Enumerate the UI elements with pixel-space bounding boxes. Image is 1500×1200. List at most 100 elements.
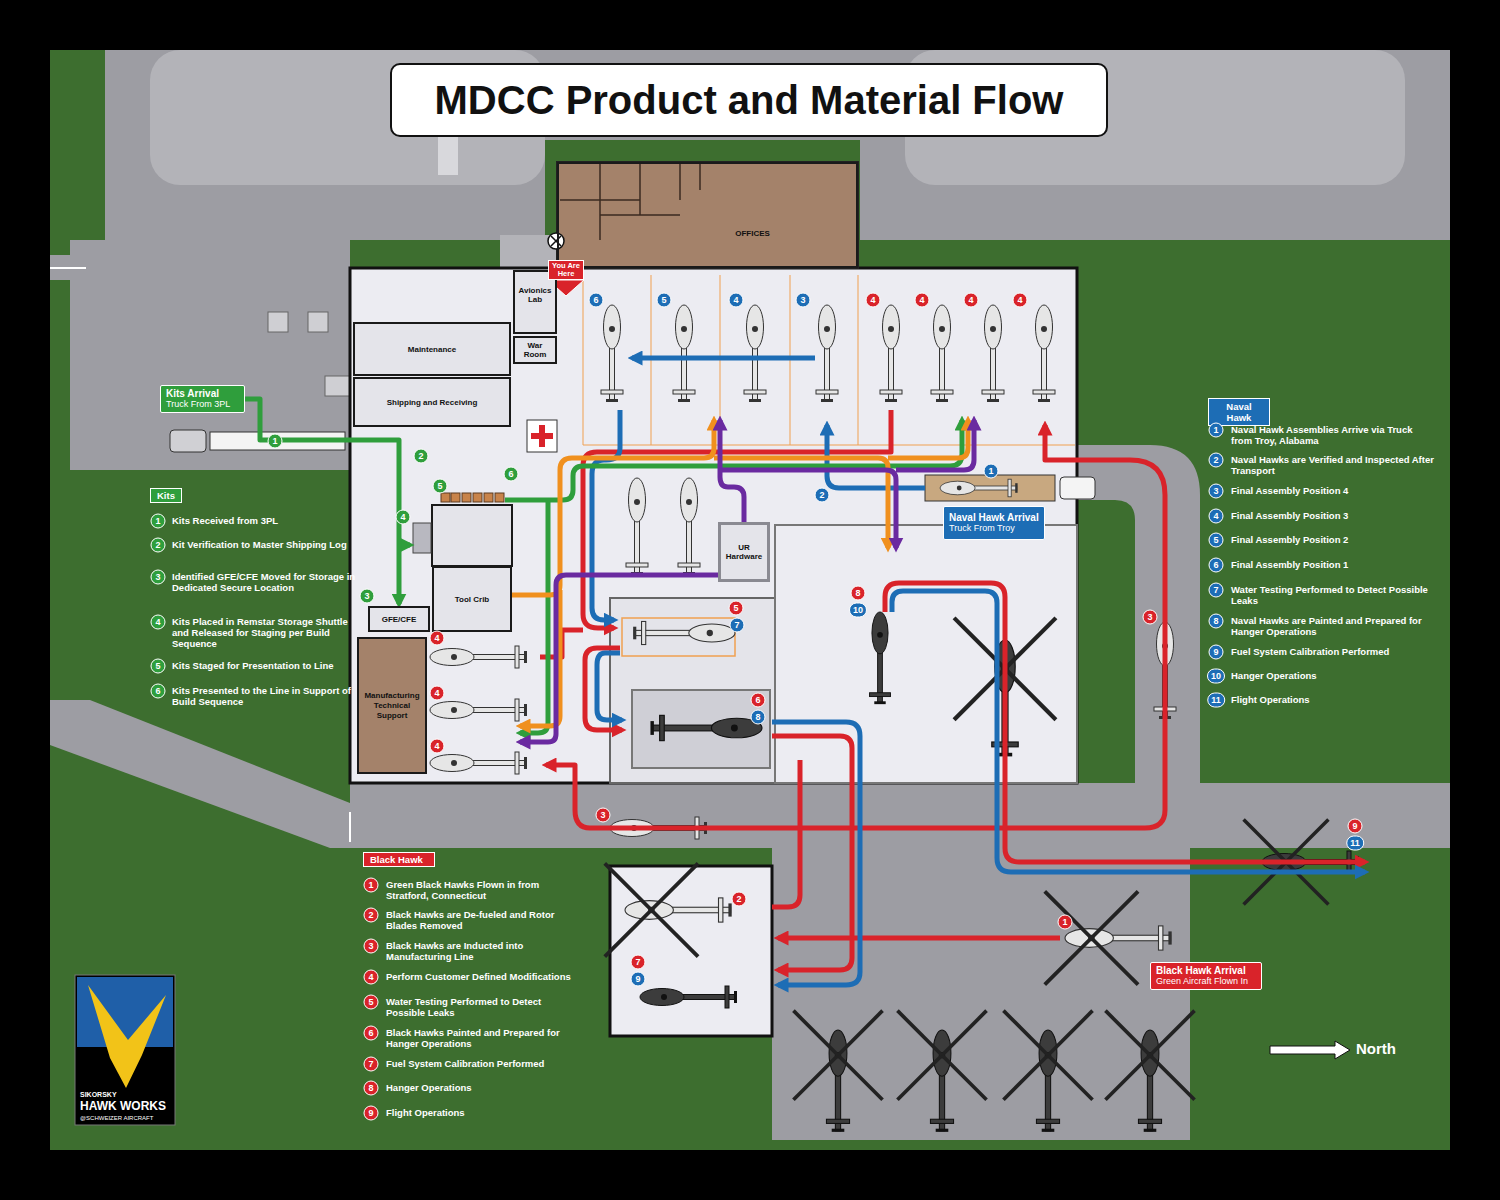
callout-number: 5	[657, 293, 672, 308]
helicopter	[982, 390, 1004, 394]
helicopter	[793, 1011, 838, 1056]
dumpster	[308, 312, 328, 332]
helicopter	[874, 701, 885, 704]
helicopter	[1048, 1011, 1093, 1056]
helicopter	[888, 326, 894, 332]
node-text: Tool Crib	[455, 595, 490, 604]
callout-number: 2	[732, 892, 747, 907]
room: Tool Crib	[432, 566, 512, 632]
callout-number: 4	[430, 631, 445, 646]
room: GFE/CFE	[368, 606, 430, 632]
building	[557, 162, 858, 268]
legend-item-text: Naval Hawk Assemblies Arrive via Truck f…	[1231, 424, 1436, 446]
legend-item-text: Hanger Operations	[386, 1082, 581, 1093]
building	[527, 420, 557, 452]
callout-number: 2	[815, 488, 830, 503]
road	[350, 783, 1450, 848]
legend-item-text: Fuel System Calibration Performed	[386, 1058, 581, 1069]
logo-text: SIKORSKY	[80, 1091, 117, 1099]
callout-number: 6	[364, 1026, 379, 1041]
north-arrow	[1270, 1041, 1350, 1059]
helicopter	[1048, 1055, 1093, 1100]
flow-line	[400, 358, 1365, 985]
legend-item-text: Identified GFE/CFE Moved for Storage in …	[172, 571, 357, 593]
callout-number: 8	[364, 1081, 379, 1096]
helicopter	[601, 390, 623, 394]
helicopter	[640, 989, 684, 1006]
node-text: War Room	[517, 341, 553, 359]
helicopter	[1286, 820, 1328, 862]
node-text: Black Hawk Arrival	[1156, 965, 1246, 976]
dumpster	[268, 312, 288, 332]
helicopter	[605, 863, 732, 956]
flow-line	[592, 410, 620, 620]
helicopter	[707, 630, 713, 636]
legend-item-text: Perform Customer Defined Modifications	[386, 971, 581, 982]
helicopter	[430, 752, 527, 774]
legend-item-text: Water Testing Performed to Detect Possib…	[1231, 584, 1436, 606]
helicopter	[1005, 618, 1056, 669]
dumpster	[268, 312, 350, 396]
helicopter	[826, 1119, 849, 1123]
legend-item-text: Final Assembly Position 3	[1231, 510, 1436, 521]
logo-text: @SCHWEIZER AIRCRAFT	[80, 1115, 153, 1122]
logo-text: HAWK WORKS	[80, 1100, 166, 1113]
callout-number: 3	[1143, 610, 1158, 625]
building	[632, 690, 770, 768]
helicopter	[1168, 931, 1171, 944]
kit-staging	[484, 493, 493, 502]
legend-item-text: Final Assembly Position 4	[1231, 485, 1436, 496]
legend-item-text: Black Hawks Painted and Prepared for Han…	[386, 1027, 581, 1049]
helicopter	[749, 399, 761, 402]
legend-item-text: Fuel System Calibration Performed	[1231, 646, 1436, 657]
helicopter	[832, 1129, 845, 1132]
callout-number: 1	[1058, 915, 1073, 930]
helicopter	[930, 1119, 953, 1123]
helicopter	[725, 986, 729, 1008]
callout-number: 1	[364, 878, 379, 893]
building	[413, 523, 431, 553]
helicopter	[819, 305, 836, 349]
legend-item-text: Water Testing Performed to Detect Possib…	[386, 996, 581, 1018]
helicopter	[883, 305, 900, 349]
helicopter	[642, 621, 646, 644]
helicopter	[451, 654, 457, 660]
helicopter	[719, 898, 723, 922]
helicopter	[661, 994, 667, 1000]
helicopter	[747, 305, 764, 349]
helicopter	[515, 699, 519, 721]
legend-item-text: Green Black Hawks Flown in from Stratfor…	[386, 879, 581, 901]
helicopter	[660, 715, 665, 740]
helicopter	[752, 326, 758, 332]
helicopter	[1105, 1011, 1194, 1132]
helicopter	[1150, 1055, 1195, 1100]
callout-number: 9	[364, 1106, 379, 1121]
legend-item-text: Kit Verification to Master Shipping Log	[172, 539, 357, 550]
callout-number: 4	[430, 686, 445, 701]
callout-number: 3	[360, 589, 375, 604]
road	[70, 240, 350, 470]
callout-number: 6	[589, 293, 604, 308]
helicopter	[936, 1129, 949, 1132]
legend-item-text: Kits Staged for Presentation to Line	[172, 660, 357, 671]
helicopter	[650, 721, 653, 735]
flow-line	[772, 760, 800, 907]
node-text: Kits Arrival	[166, 388, 219, 399]
flow-line	[778, 936, 1060, 941]
helicopter	[686, 499, 692, 505]
helicopter	[987, 399, 999, 402]
helicopter	[689, 624, 735, 642]
callout-number: 5	[364, 995, 379, 1010]
callout-number: 9	[631, 972, 646, 987]
helicopter	[939, 326, 945, 332]
helicopter	[872, 612, 888, 654]
callout-number: 4	[396, 510, 411, 525]
node-text: GFE/CFE	[382, 615, 417, 624]
helicopter	[824, 326, 830, 332]
helicopter	[633, 627, 636, 640]
helicopter	[633, 621, 735, 644]
callout-number: 4	[1013, 293, 1028, 308]
